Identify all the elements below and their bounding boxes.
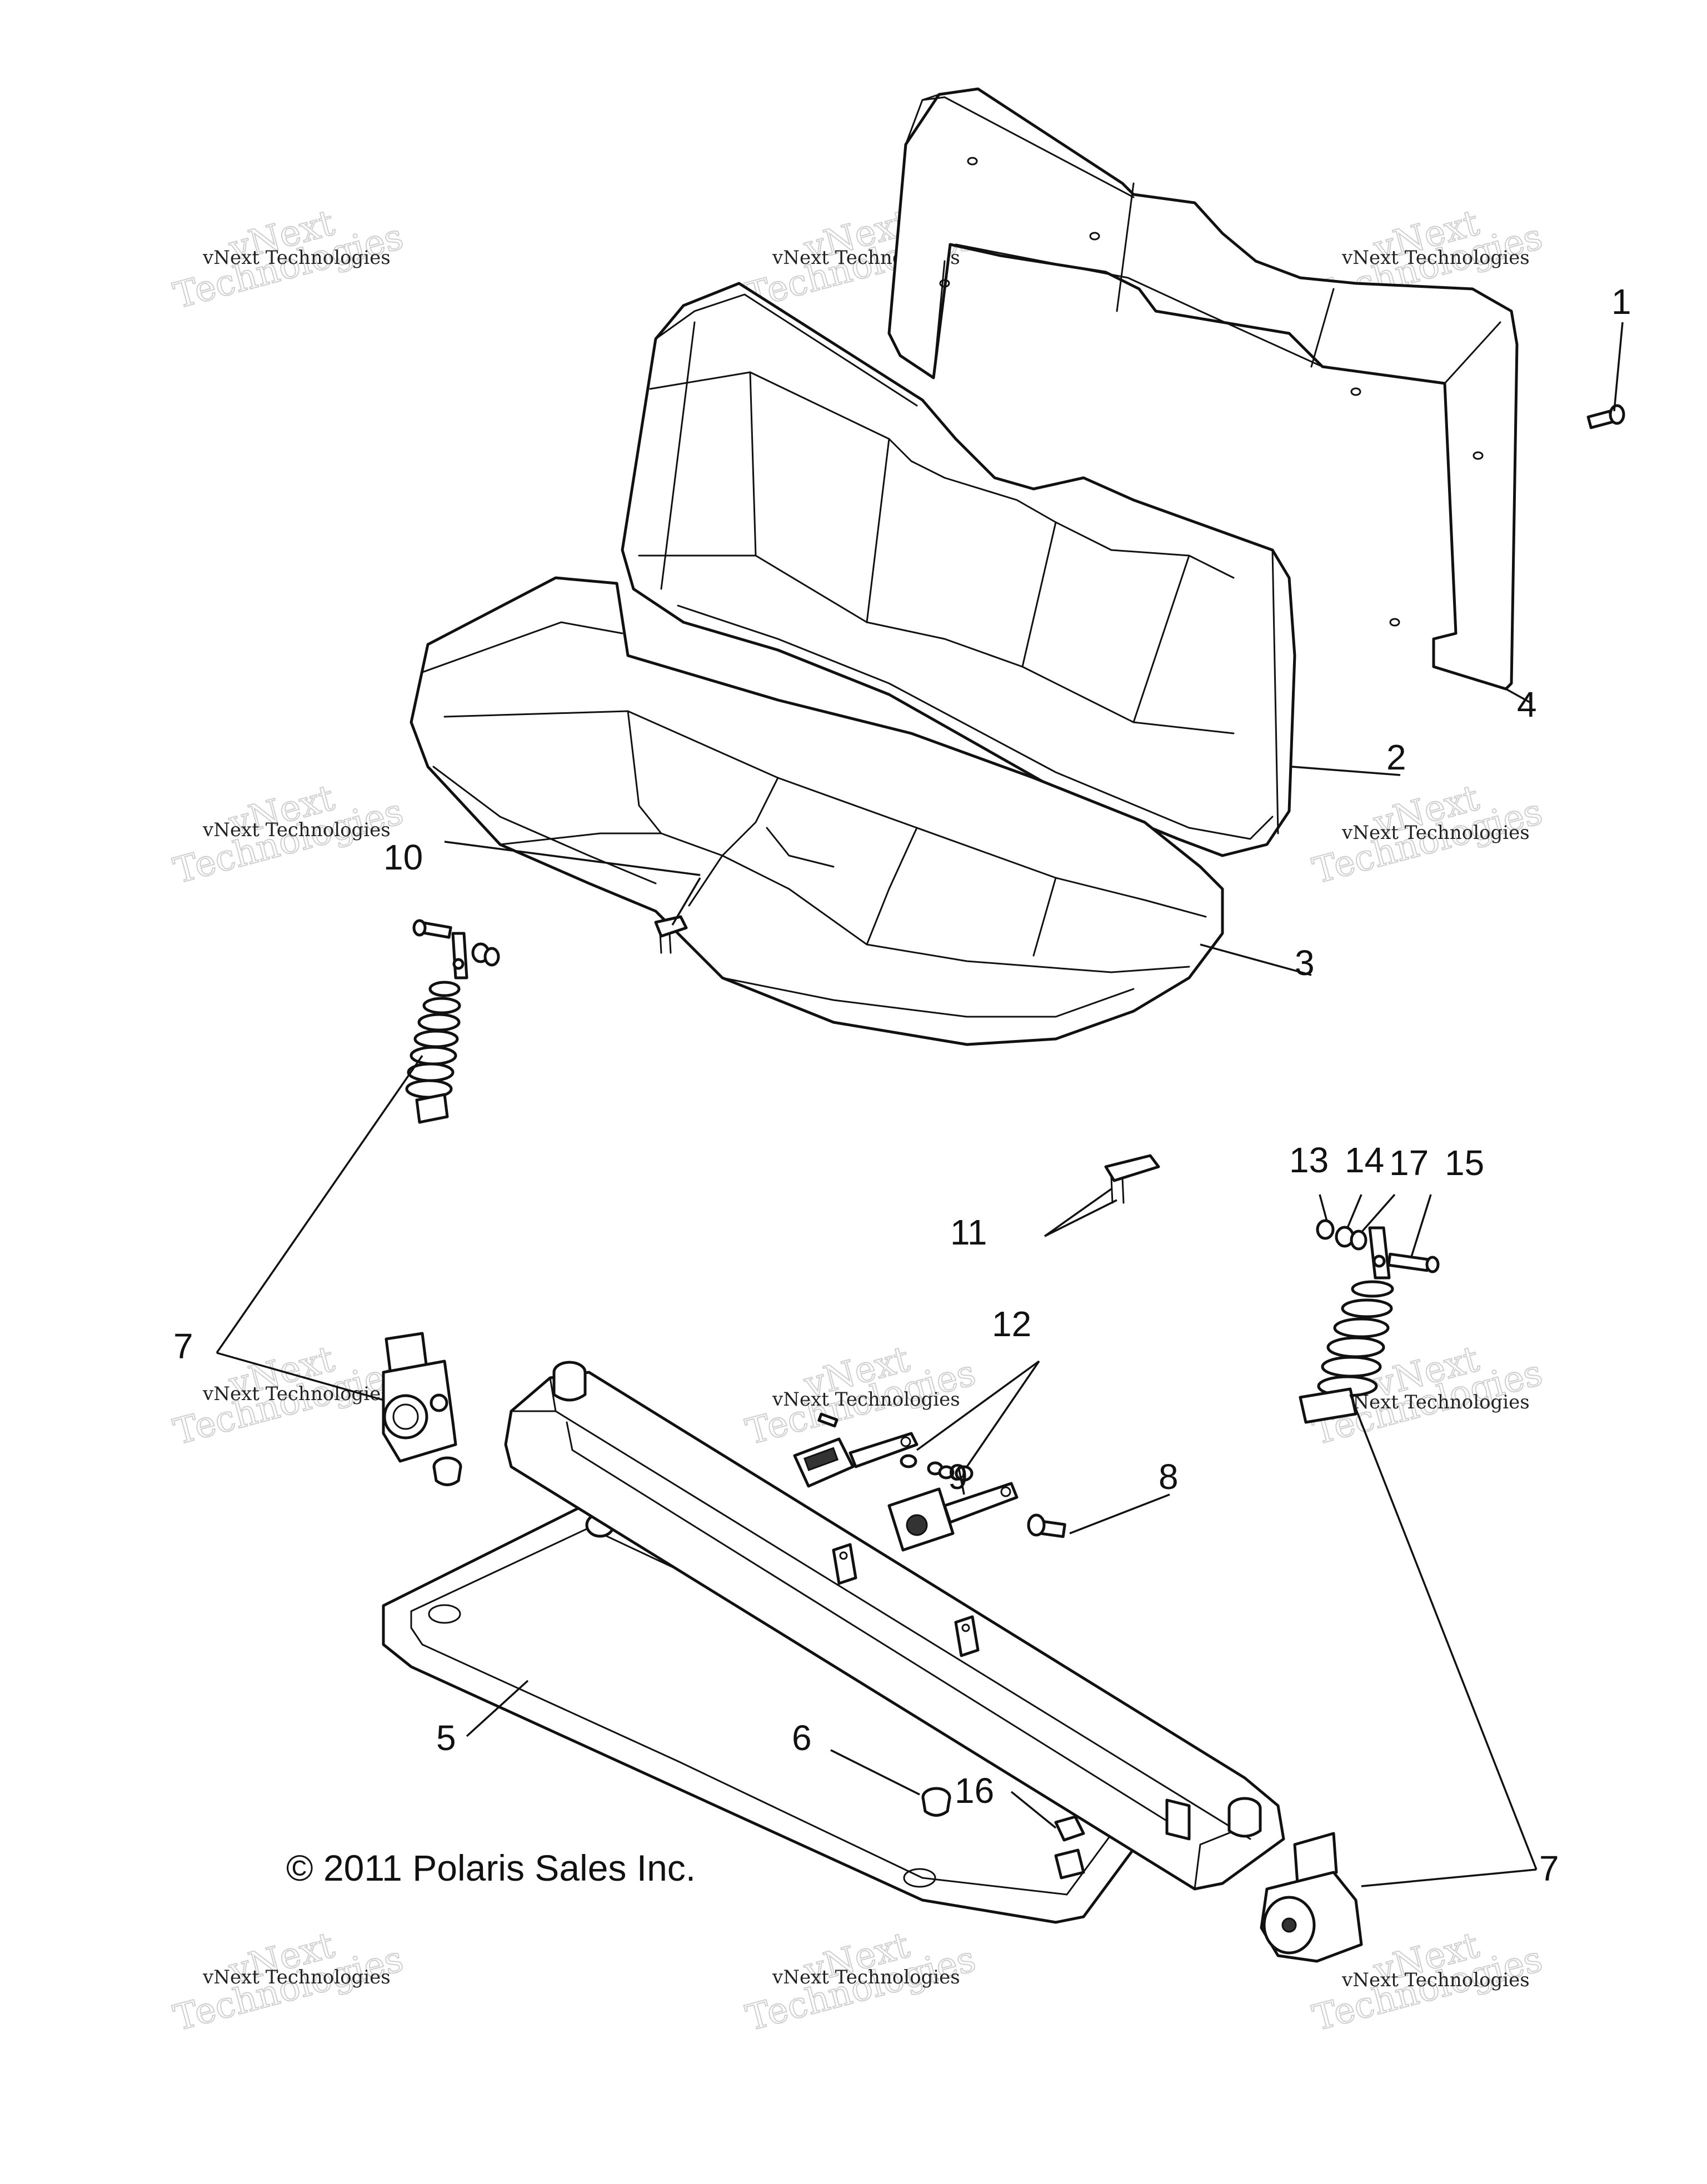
part-7-retractor-left — [382, 1332, 457, 1463]
part-9-hardware — [817, 1412, 974, 1482]
callout-7-left: 7 — [173, 1326, 193, 1366]
leader-lines — [216, 322, 1624, 1887]
part-3-seat-cushion — [410, 576, 1224, 1046]
callout-14: 14 — [1345, 1140, 1384, 1180]
part-6-nut-left — [432, 1456, 462, 1486]
part-spring-right — [1299, 1219, 1440, 1424]
callout-6: 6 — [792, 1718, 812, 1758]
watermark-low-center: Technologies vNext vNext Technologies — [741, 1338, 980, 1453]
part-12-buckle-right — [887, 1482, 1019, 1552]
callout-15: 15 — [1445, 1143, 1484, 1183]
svg-text:vNext Technologies: vNext Technologies — [202, 247, 391, 269]
watermark-bottom-left: Technologies vNext vNext Technologies — [169, 1924, 408, 2040]
copyright-text: © 2011 Polaris Sales Inc. — [286, 1847, 696, 1888]
part-11-clip — [1104, 1154, 1160, 1204]
part-8-bolt — [1027, 1513, 1066, 1538]
svg-text:vNext Technologies: vNext Technologies — [202, 1966, 391, 1988]
part-12-buckle-left — [793, 1432, 919, 1488]
svg-text:vNext Technologies: vNext Technologies — [1341, 247, 1530, 269]
part-4-back-panel — [887, 87, 1519, 691]
callout-2: 2 — [1386, 737, 1406, 777]
svg-text:vNext Technologies: vNext Technologies — [202, 819, 391, 841]
callout-9: 9 — [948, 1457, 968, 1497]
svg-text:vNext Technologies: vNext Technologies — [772, 1388, 960, 1411]
part-1-bolt — [1586, 404, 1625, 429]
part-2-backrest — [621, 282, 1296, 857]
part-16-nut — [1054, 1815, 1085, 1842]
watermark-mid-right: Technologies vNext vNext Technologies — [1308, 777, 1547, 892]
svg-text:vNext Technologies: vNext Technologies — [1341, 1391, 1530, 1413]
callout-16: 16 — [955, 1771, 994, 1811]
svg-text:vNext Technologies: vNext Technologies — [772, 1966, 960, 1988]
callout-1: 1 — [1611, 282, 1631, 322]
callout-17: 17 — [1389, 1143, 1429, 1183]
watermark-mid-left: Technologies vNext vNext Technologies — [169, 777, 408, 892]
callout-8: 8 — [1159, 1457, 1179, 1497]
svg-text:vNext Technologies: vNext Technologies — [1341, 1969, 1530, 1991]
callouts: 1 2 3 4 5 6 7 7 8 9 10 11 12 13 14 15 16… — [173, 282, 1631, 1888]
callout-10: 10 — [383, 837, 423, 877]
part-spring-left — [405, 919, 500, 1124]
callout-7-right: 7 — [1539, 1848, 1559, 1888]
part-7-retractor-right — [1260, 1832, 1363, 1963]
watermark-bottom-center: Technologies vNext vNext Technologies — [741, 1924, 980, 2040]
callout-3: 3 — [1295, 943, 1315, 983]
callout-11: 11 — [950, 1212, 987, 1252]
callout-4: 4 — [1517, 684, 1537, 724]
seat-cross-member — [504, 1361, 1285, 1891]
spring-coils-left — [405, 981, 461, 1099]
callout-5: 5 — [436, 1718, 456, 1758]
part-6-nut — [921, 1787, 951, 1817]
callout-13: 13 — [1289, 1140, 1329, 1180]
part-10-clip — [654, 915, 688, 954]
svg-text:vNext Technologies: vNext Technologies — [1341, 822, 1530, 844]
watermark-top-left: Technologies vNext vNext Technologies — [169, 202, 408, 317]
callout-12: 12 — [992, 1304, 1031, 1344]
